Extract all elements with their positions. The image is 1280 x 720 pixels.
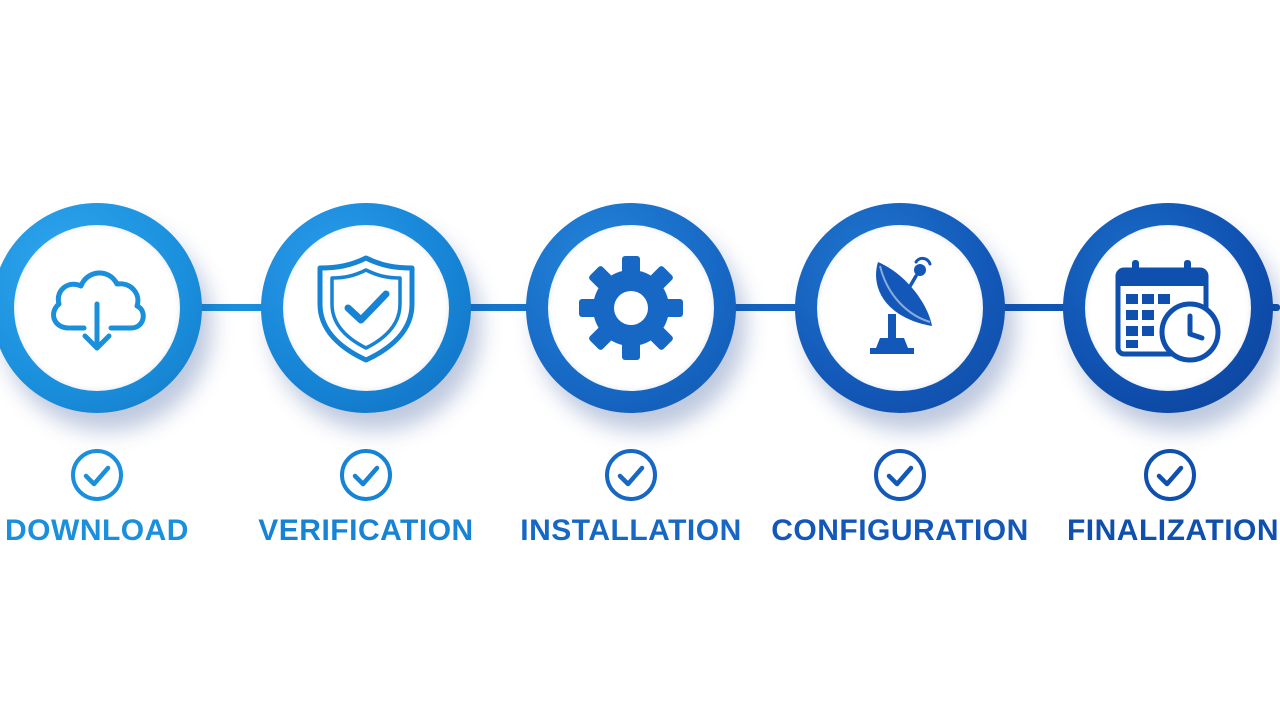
check-circle-icon (69, 447, 125, 503)
step-configuration: CONFIGURATION (750, 0, 1050, 720)
check-circle-icon (603, 447, 659, 503)
step-disc (548, 225, 714, 391)
step-ring (0, 203, 202, 413)
step-disc (283, 225, 449, 391)
step-ring (261, 203, 471, 413)
step-disc (14, 225, 180, 391)
step-label: FINALIZATION (1066, 514, 1280, 547)
step-finalization: FINALIZATION (1018, 0, 1280, 720)
check-circle-icon (1142, 447, 1198, 503)
step-ring (526, 203, 736, 413)
step-verification: VERIFICATION (216, 0, 516, 720)
connector-line (725, 304, 820, 311)
check-circle-icon (338, 447, 394, 503)
gear-icon (571, 248, 691, 368)
step-download: DOWNLOAD (0, 0, 247, 720)
step-label: VERIFICATION (258, 514, 474, 547)
satellite-dish-icon (840, 248, 960, 368)
check-circle-icon (872, 447, 928, 503)
connector-line (190, 304, 280, 311)
shield-check-icon (306, 248, 426, 368)
step-label: INSTALLATION (520, 514, 742, 547)
connector-line (995, 304, 1090, 311)
step-ring (1063, 203, 1273, 413)
cloud-download-icon (37, 248, 157, 368)
calendar-clock-icon (1108, 248, 1228, 368)
step-installation: INSTALLATION (481, 0, 781, 720)
connector-line (460, 304, 550, 311)
step-disc (817, 225, 983, 391)
step-label: CONFIGURATION (771, 514, 1029, 547)
step-ring (795, 203, 1005, 413)
step-label: DOWNLOAD (5, 514, 189, 547)
step-disc (1085, 225, 1251, 391)
